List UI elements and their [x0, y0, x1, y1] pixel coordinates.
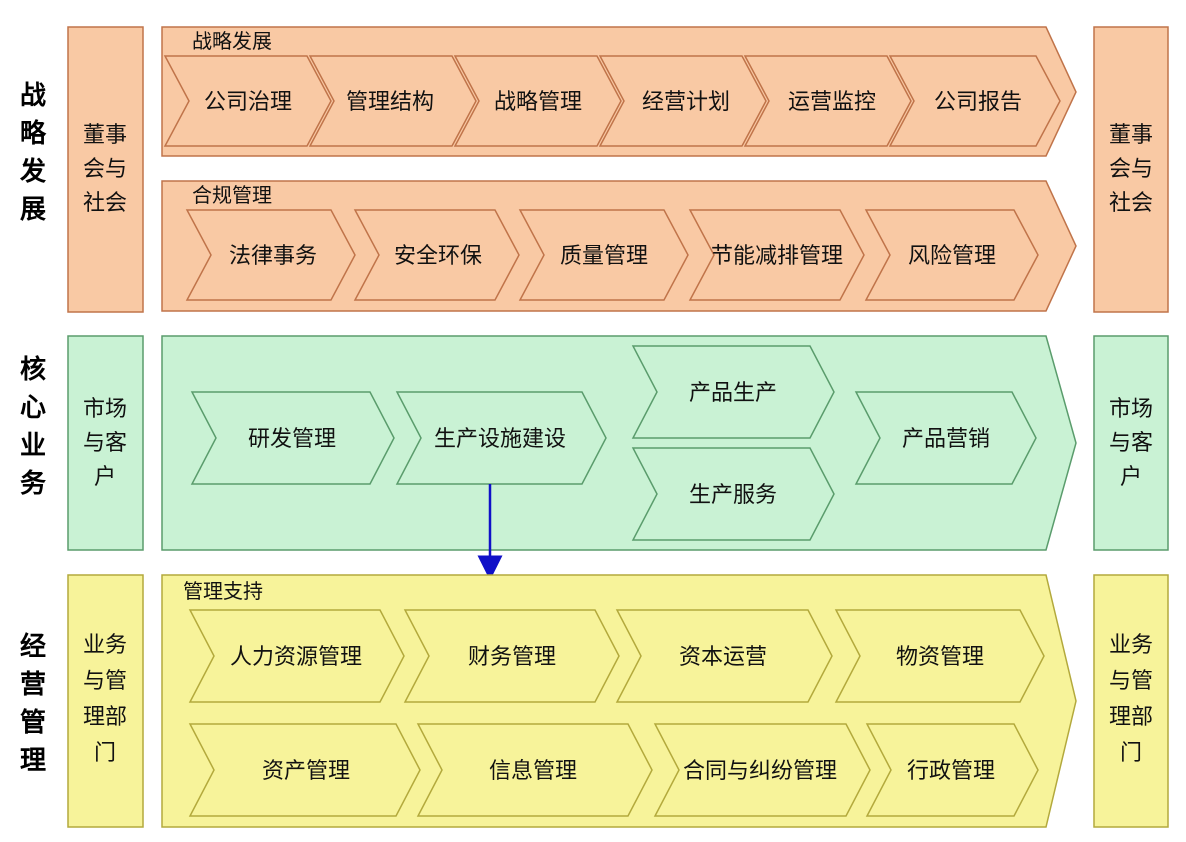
- operations-left-panel-line: 理部: [83, 705, 127, 730]
- row-label-strategy-char: 战: [20, 81, 46, 111]
- operations-right-panel-line: 业务: [1109, 633, 1153, 658]
- row-label-operations-char: 管: [20, 708, 46, 738]
- chevron-label: 公司报告: [934, 90, 1022, 115]
- core-right-panel-line: 与客: [1109, 431, 1153, 456]
- chevron-label: 财务管理: [468, 645, 556, 670]
- chevron-label: 风险管理: [908, 244, 996, 269]
- row-label-core-char: 务: [20, 469, 46, 499]
- group-title: 战略发展: [192, 29, 272, 53]
- operations-left-panel-line: 与管: [83, 669, 127, 694]
- chevron-label: 质量管理: [560, 244, 648, 269]
- chevron-quality-management: 质量管理: [518, 209, 689, 301]
- strategy-right-panel-line: 会与: [1109, 157, 1153, 182]
- compliance-management-group: 合规管理 法律事务 安全环保 质量管理 节能减排管理 风险管理: [161, 180, 1077, 312]
- strategy-right-panel: 董事 会与 社会: [1093, 26, 1169, 313]
- chevron-label: 物资管理: [896, 645, 984, 670]
- chevron-label: 运营监控: [788, 90, 876, 115]
- row-label-strategy-char: 发: [19, 156, 46, 187]
- chevron-management-structure: 管理结构: [308, 55, 477, 147]
- chevron-production-service: 生产服务: [631, 447, 835, 541]
- chevron-label: 合同与纠纷管理: [683, 759, 837, 784]
- chevron-company-report: 公司报告: [888, 55, 1061, 147]
- chevron-label: 管理结构: [346, 90, 434, 115]
- chevron-label: 战略管理: [494, 90, 582, 115]
- chevron-finance-management: 财务管理: [403, 609, 620, 703]
- core-left-panel-line: 户: [94, 465, 116, 490]
- operations-right-panel-line: 理部: [1109, 705, 1153, 730]
- chevron-label: 安全环保: [394, 244, 482, 269]
- chevron-label: 经营计划: [642, 90, 730, 115]
- strategy-right-panel-line: 董事: [1109, 123, 1153, 148]
- chevron-materials-management: 物资管理: [834, 609, 1045, 703]
- operations-left-panel: 业务 与管 理部 门: [67, 574, 144, 828]
- chevron-product-marketing: 产品营销: [854, 391, 1037, 485]
- chevron-label: 生产服务: [689, 483, 777, 508]
- chevron-label: 产品生产: [689, 381, 777, 406]
- chevron-product-production: 产品生产: [631, 345, 835, 439]
- chevron-label: 公司治理: [204, 90, 292, 115]
- chevron-label: 行政管理: [907, 759, 995, 784]
- strategy-left-panel: 董事 会与 社会: [67, 26, 144, 313]
- operations-right-panel: 业务 与管 理部 门: [1093, 574, 1169, 828]
- chevron-asset-management: 资产管理: [188, 723, 421, 817]
- chevron-label: 人力资源管理: [230, 645, 362, 670]
- management-support-group: 管理支持 人力资源管理 财务管理 资本运营 物资管理 资产管理 信息管理: [161, 574, 1077, 828]
- group-title: 合规管理: [192, 183, 272, 207]
- row-label-core-char: 心: [20, 393, 46, 423]
- chevron-administration-management: 行政管理: [865, 723, 1039, 817]
- strategy-left-panel-line: 董事: [83, 123, 127, 148]
- chevron-capital-operations: 资本运营: [615, 609, 833, 703]
- chevron-label: 资产管理: [262, 759, 350, 784]
- row-label-strategy: 战 略 发 展: [19, 81, 47, 225]
- chevron-information-management: 信息管理: [416, 723, 653, 817]
- core-left-panel-line: 与客: [83, 431, 127, 456]
- core-right-panel: 市场 与客 户: [1093, 335, 1169, 551]
- row-label-operations-char: 理: [20, 746, 46, 776]
- row-label-core-char: 核: [20, 354, 46, 385]
- row-label-strategy-char: 展: [20, 195, 46, 225]
- core-left-panel: 市场 与客 户: [67, 335, 144, 551]
- core-left-panel-line: 市场: [83, 397, 127, 422]
- operations-right-panel-line: 与管: [1109, 669, 1153, 694]
- core-right-panel-line: 市场: [1109, 397, 1153, 422]
- chevron-label: 研发管理: [248, 427, 336, 452]
- row-label-core-char: 业: [20, 431, 46, 461]
- strategy-left-panel-line: 社会: [83, 191, 127, 216]
- chevron-energy-saving-management: 节能减排管理: [688, 209, 865, 301]
- chevron-legal-affairs: 法律事务: [185, 209, 356, 301]
- chevron-strategy-management: 战略管理: [453, 55, 622, 147]
- chevron-label: 产品营销: [902, 427, 990, 452]
- chevron-contract-dispute-management: 合同与纠纷管理: [653, 723, 871, 817]
- chevron-operations-monitoring: 运营监控: [743, 55, 912, 147]
- chevron-facility-construction: 生产设施建设: [395, 391, 607, 485]
- row-label-strategy-char: 略: [20, 118, 47, 149]
- strategy-right-panel-line: 社会: [1109, 191, 1153, 216]
- strategy-development-group: 战略发展 公司治理 管理结构 战略管理 经营计划 运营监控 公司报告: [161, 26, 1077, 157]
- chevron-label: 资本运营: [679, 645, 767, 670]
- chevron-hr-management: 人力资源管理: [188, 609, 405, 703]
- operations-right-panel-line: 门: [1120, 741, 1142, 766]
- operations-left-panel-line: 业务: [83, 633, 127, 658]
- core-business-group: 研发管理 生产设施建设 产品生产 生产服务 产品营销: [161, 335, 1077, 551]
- core-right-panel-line: 户: [1120, 465, 1142, 490]
- row-label-core: 核 心 业 务: [20, 354, 46, 499]
- chevron-label: 生产设施建设: [434, 427, 566, 452]
- chevron-business-plan: 经营计划: [598, 55, 767, 147]
- chevron-rd-management: 研发管理: [190, 391, 395, 485]
- row-label-operations-char: 营: [20, 670, 46, 700]
- strategy-left-panel-line: 会与: [83, 157, 127, 182]
- chevron-label: 法律事务: [229, 244, 317, 269]
- chevron-label: 节能减排管理: [711, 244, 843, 269]
- row-label-operations: 经 营 管 理: [20, 631, 46, 776]
- group-title: 管理支持: [183, 579, 263, 603]
- operations-left-panel-line: 门: [94, 741, 116, 766]
- chevron-label: 信息管理: [489, 759, 577, 784]
- chevron-corporate-governance: 公司治理: [163, 55, 332, 147]
- chevron-risk-management: 风险管理: [864, 209, 1039, 301]
- row-label-operations-char: 经: [20, 631, 46, 662]
- chevron-safety-environment: 安全环保: [353, 209, 520, 301]
